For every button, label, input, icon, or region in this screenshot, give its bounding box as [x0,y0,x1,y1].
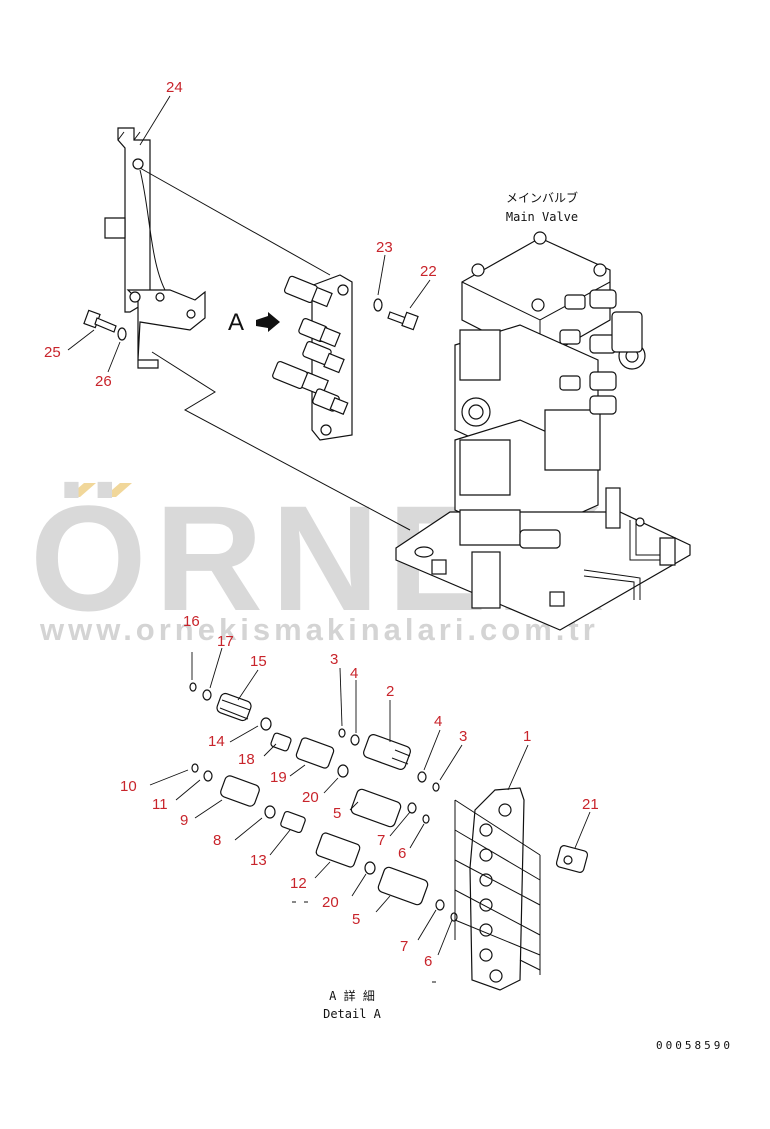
callout-13: 13 [250,852,267,869]
callout-15: 15 [250,653,267,670]
view-arrow-icon [256,312,280,332]
callout-25: 25 [44,344,61,361]
view-label: A [228,309,244,336]
callout-9: 9 [180,812,188,829]
detail-a-parts [189,682,589,991]
callout-6a: 6 [398,845,406,862]
solenoid-plate-assembly: A [228,274,353,441]
callout-16: 16 [183,613,200,630]
washer-26 [117,327,127,341]
callout-12: 12 [290,875,307,892]
callout-14: 14 [208,733,225,750]
callout-18: 18 [238,751,255,768]
detail-caption-en: Detail A [323,1007,382,1021]
callout-3b: 3 [459,728,467,745]
callout-24: 24 [166,79,183,96]
main-valve-caption-jp: メインバルブ [506,190,578,205]
callout-4b: 4 [434,713,442,730]
callout-2: 2 [386,683,394,700]
main-valve-caption-en: Main Valve [506,210,578,224]
detail-caption-jp: A 詳 細 [329,988,375,1003]
callout-21: 21 [582,796,599,813]
watermark-accent-right [104,483,132,497]
bolt-25 [83,309,117,333]
leader-lines [67,95,591,956]
callout-17: 17 [217,633,234,650]
callout-6b: 6 [424,953,432,970]
washer-23 [373,298,383,312]
callout-22: 22 [420,263,437,280]
callout-20a: 20 [302,789,319,806]
drawing-number: 00058590 [656,1039,733,1052]
callout-10: 10 [120,778,137,795]
callout-1: 1 [523,728,531,745]
callout-11: 11 [152,796,168,813]
watermark-url: www.ornekismakinalari.com.tr [39,612,599,647]
callout-4a: 4 [350,665,358,682]
callout-20b: 20 [322,894,339,911]
bolt-22 [387,311,419,331]
callout-5a: 5 [333,805,341,822]
callout-3a: 3 [330,651,338,668]
callout-7a: 7 [377,832,385,849]
bracket-assembly [104,127,206,369]
watermark-accent-left [68,483,96,497]
callout-23: 23 [376,239,393,256]
callout-26: 26 [95,373,112,390]
callout-7b: 7 [400,938,408,955]
callout-19: 19 [270,769,287,786]
callout-5b: 5 [352,911,360,928]
main-valve [395,231,691,631]
callout-8: 8 [213,832,221,849]
callout-numbers: 24 23 22 25 26 16 17 15 14 18 19 10 11 9… [44,79,599,970]
